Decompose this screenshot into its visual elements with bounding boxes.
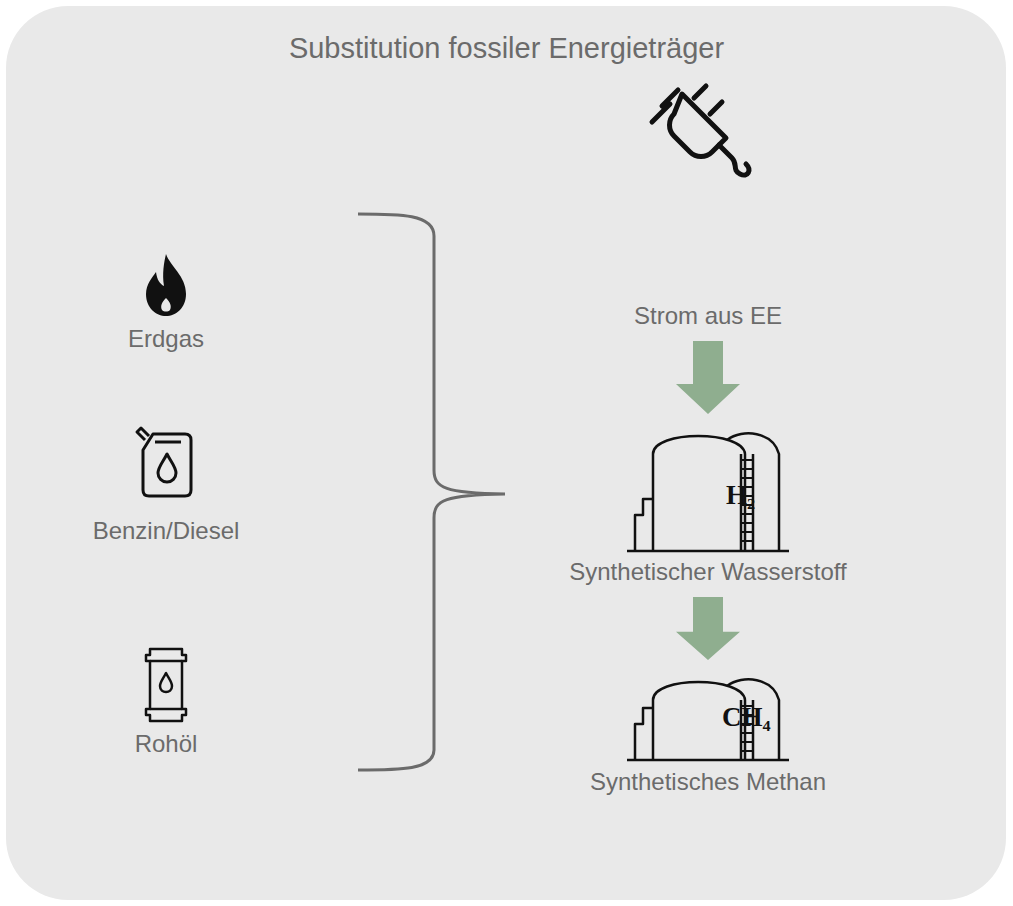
energy-item: Strom aus EE bbox=[538, 78, 878, 331]
energy-item: Synthetisches Methan CH₄ bbox=[538, 666, 878, 797]
item-label: Strom aus EE bbox=[538, 301, 878, 331]
item-label: Synthetischer Wasserstoff bbox=[538, 557, 878, 587]
icon-symbol bbox=[538, 420, 878, 555]
item-label: Erdgas bbox=[46, 324, 286, 354]
item-label: Benzin/Diesel bbox=[46, 516, 286, 546]
energy-item: Rohöl bbox=[46, 645, 286, 759]
chemical-formula: H₂ bbox=[726, 480, 755, 510]
item-label: Synthetisches Methan bbox=[538, 767, 878, 797]
energy-item: Benzin/Diesel bbox=[46, 420, 286, 546]
diagram-title: Substitution fossiler Energieträger bbox=[0, 30, 1013, 66]
energy-item: Erdgas bbox=[46, 250, 286, 354]
process-arrow bbox=[676, 341, 740, 414]
icon-symbol bbox=[46, 420, 286, 500]
icon-symbol bbox=[46, 250, 286, 320]
icon-symbol bbox=[46, 645, 286, 725]
process-arrow bbox=[676, 597, 740, 660]
icon-symbol bbox=[538, 666, 878, 764]
background-panel bbox=[6, 6, 1006, 900]
icon-symbol bbox=[538, 78, 878, 188]
bracket-line bbox=[358, 214, 505, 770]
energy-item: Synthetischer Wasserstoff H₂ bbox=[538, 420, 878, 587]
item-label: Rohöl bbox=[46, 729, 286, 759]
chemical-formula: CH₄ bbox=[722, 702, 771, 732]
